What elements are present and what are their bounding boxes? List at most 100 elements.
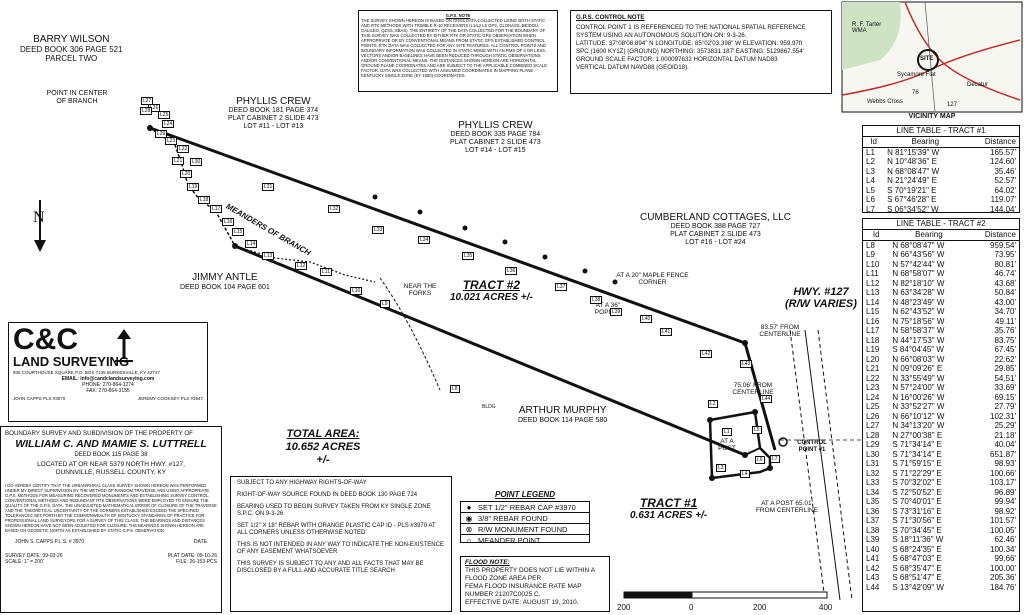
signature-row: JOHN S. CAPPS P.L.S. # 3970 DATE	[15, 539, 207, 545]
line-id-tag: L31	[262, 183, 275, 191]
table-cell: N 75°18'56" W	[892, 316, 945, 326]
table-cell: L15	[866, 307, 880, 316]
line-id-tag: L14	[245, 240, 258, 248]
table-cell: S 71°34'14" E	[892, 440, 942, 449]
vicinity-label: 76	[912, 90, 919, 96]
line-id-tag: L6	[755, 456, 765, 464]
line-id-tag: L4	[740, 470, 750, 478]
table-cell: S 13°42'09" W	[892, 582, 944, 592]
table-row: L44 S 13°42'09" W 184.76'	[863, 583, 1019, 593]
table-cell: S 68°51'47" E	[892, 573, 942, 582]
total-area-label: TOTAL AREA:	[286, 428, 360, 440]
vicinity-site-label: SITE	[920, 56, 934, 62]
line-id-tag: L10	[350, 287, 363, 295]
line-id-tag: L42	[700, 350, 713, 358]
table-cell: L43	[866, 573, 880, 582]
survey-tripod-icon	[115, 329, 133, 362]
gps-control-box: G.P.S. CONTROL NOTE CONTROL POINT 1 IS R…	[570, 10, 832, 94]
table-cell: L44	[866, 582, 880, 592]
table-row: L43 S 68°51'47" E 205.36'	[863, 573, 1019, 583]
line-id-tag: L21	[172, 157, 185, 165]
note-item: BEARING USED TO BEGIN SURVEY TAKEN FROM …	[237, 504, 431, 517]
table-cell: N 33°55'49" W	[892, 373, 945, 383]
general-notes-box: SUBJECT TO ANY HIGHWAY RIGHTS-OF-WAY RIG…	[230, 476, 452, 612]
surveyor-certificate: I DO HEREBY CERTIFY THAT THE URBAN/RURAL…	[5, 483, 217, 533]
tract-2-label: TRACT #2 10.021 ACRES +/-	[450, 278, 533, 303]
table-cell: 35.76'	[994, 326, 1016, 335]
table-cell: N 68°08'47" W	[892, 240, 945, 250]
table-cell: N 34°13'20" W	[892, 421, 945, 430]
table-cell: L7	[866, 204, 875, 214]
table-cell: 102.31'	[990, 411, 1016, 421]
table-cell: L42	[866, 563, 880, 573]
title-location-2: DUNNVILLE, RUSSELL COUNTY, KY	[55, 469, 167, 476]
table-cell: N 66°08'03" W	[892, 354, 945, 364]
table-cell: 205.36'	[990, 573, 1016, 582]
scale-bar: 200 0 200 400	[617, 591, 833, 612]
gps-control-line: LATITUDE: 37°08'08.894" N LONGITUDE: 85°…	[576, 40, 803, 47]
table-cell: 98.93'	[994, 459, 1016, 468]
line-id-tag: L34	[418, 236, 431, 244]
table-cell: S 68°24'35" E	[892, 544, 942, 554]
table-cell: 184.76'	[990, 582, 1016, 592]
north-arrow-icon: N	[33, 200, 46, 252]
table-cell: L41	[866, 554, 880, 563]
vicinity-label: Sycamore Flat	[897, 72, 936, 78]
gps-note-title: G.P.S. NOTE	[445, 13, 471, 18]
rebar-set-icon: ●	[466, 502, 472, 512]
vicinity-label: 127	[947, 102, 958, 108]
table-cell: 119.07'	[990, 195, 1016, 204]
control-point-label: CONTROL POINT #1	[797, 440, 827, 453]
table-cell: L39	[866, 535, 880, 544]
at-post-label: AT A POST	[718, 438, 736, 452]
table-cell: 46.74'	[994, 269, 1016, 278]
table-cell: L31	[866, 459, 880, 468]
line-id-tag: L37	[555, 283, 568, 291]
table-cell: 103.17'	[990, 478, 1016, 487]
table-cell: L11	[866, 269, 879, 278]
table-cell: 959.54'	[990, 240, 1016, 250]
line-id-tag: L27	[141, 97, 154, 105]
table-cell: L38	[866, 525, 880, 535]
centerline-83-label: 83.57' FROM CENTERLINE	[759, 324, 801, 338]
table-cell: N 58°58'37" W	[892, 326, 945, 335]
table-cell: S 70°34'45" E	[892, 525, 942, 535]
table-cell: L3	[866, 166, 875, 176]
company-logo-sub: LAND SURVEYING	[13, 354, 130, 369]
table-cell: 69.15'	[994, 392, 1016, 402]
line-id-tag: L20	[180, 170, 193, 178]
table-cell: L36	[866, 506, 880, 516]
table-cell: N 16°00'26" W	[892, 392, 945, 402]
maple-corner-label: AT A 20" MAPLE FENCE CORNER	[616, 272, 689, 286]
line-id-tag: L40	[640, 315, 653, 323]
line-id-tag: L19	[187, 183, 200, 191]
poplar-label: AT A 36" POPLAR	[594, 302, 622, 316]
table-cell: L14	[866, 297, 880, 307]
table-cell: S 68°47'03" E	[892, 554, 942, 563]
table-cell: L33	[866, 478, 880, 487]
line-table-header: Distance	[966, 137, 1019, 148]
vicinity-label: Decatur	[967, 82, 989, 88]
table-cell: 67.45'	[994, 345, 1016, 354]
vicinity-label: Webbs Cross	[867, 99, 903, 105]
rebar-found-icon: ◉	[465, 513, 473, 523]
line-id-tag: L24	[162, 120, 175, 128]
table-cell: 43.00'	[994, 297, 1016, 307]
table-cell: 43.68'	[994, 278, 1016, 288]
table-cell: 101.57'	[990, 516, 1016, 525]
table-cell: S 71°30'56" E	[892, 516, 942, 525]
company-email: EMAIL: info@candclandsurveying.com	[61, 376, 155, 382]
